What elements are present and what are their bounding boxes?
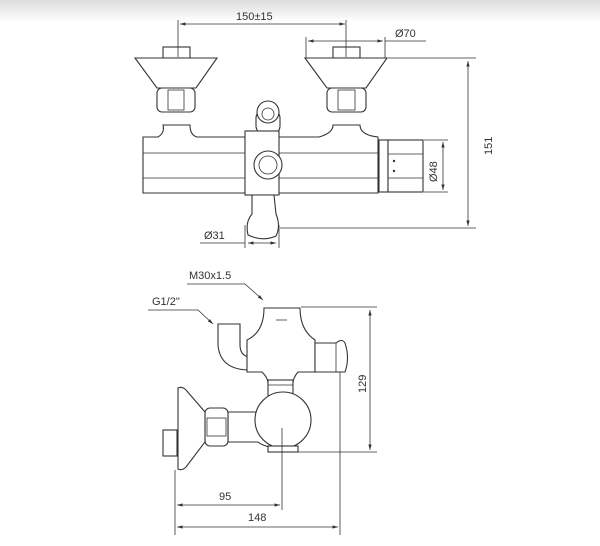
right-thermostat-nut [387, 139, 424, 193]
side-handle-stem [162, 429, 178, 457]
mixer-ball [254, 391, 312, 449]
spout [246, 194, 280, 240]
side-knob [314, 339, 349, 373]
right-handle-stem [332, 46, 361, 59]
dim-nut-diameter: Ø48 [428, 161, 440, 182]
side-handle-cone [177, 386, 206, 471]
left-handle-stem [162, 46, 191, 59]
top-outlet-ring [256, 100, 280, 124]
dim-height-front: 151 [483, 137, 495, 155]
dim-spout-diameter: Ø31 [204, 230, 225, 242]
top-shade [0, 0, 600, 22]
upper-housing [246, 307, 316, 384]
left-nut [156, 87, 196, 113]
dim-depth-total: 148 [248, 512, 266, 524]
left-handle-cone [133, 57, 219, 89]
dim-handle-diameter: Ø70 [395, 28, 416, 40]
inlet-label: G1/2" [152, 296, 180, 308]
inlet-pipe [217, 323, 251, 371]
side-view: M30x1.5 G1/2" 129 95 148 [148, 270, 377, 535]
dim-depth-center: 95 [219, 491, 231, 503]
right-nut [326, 87, 367, 113]
side-nut [204, 407, 229, 447]
dim-centers: 150±15 [236, 11, 273, 23]
dim-height-side: 129 [357, 375, 369, 393]
right-handle-cone [303, 57, 389, 89]
thread-label: M30x1.5 [189, 270, 231, 282]
front-view: 150±15 Ø70 151 Ø48 Ø31 [133, 11, 495, 248]
